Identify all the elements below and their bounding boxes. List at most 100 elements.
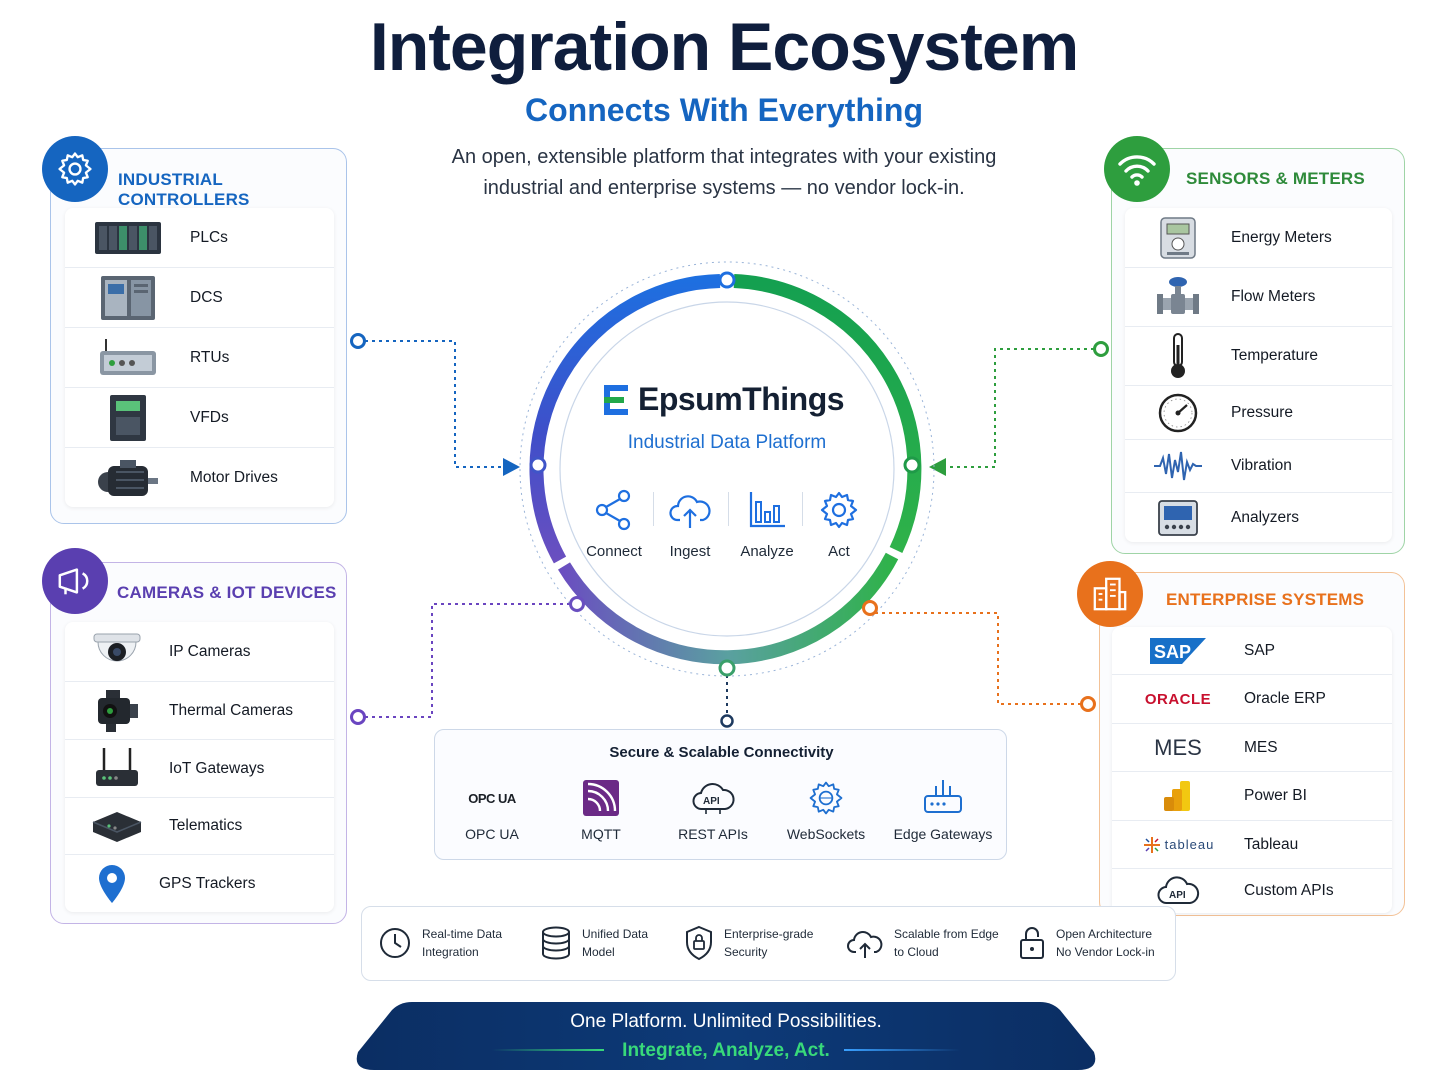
plc-icon [65,218,190,258]
list-item: Temperature [1125,327,1392,386]
gear-globe-icon [766,778,886,818]
list-item-label: Motor Drives [190,468,278,486]
list-item: ORACLE Oracle ERP [1112,675,1392,724]
sensors-meters-list: Energy Meters Flow Meters Temperature Pr… [1125,208,1392,542]
list-item: Thermal Cameras [65,682,334,740]
oracle-logo: ORACLE [1144,690,1212,708]
clock-icon [380,928,410,958]
gear-icon [820,491,858,529]
telematics-icon [65,808,169,844]
cameras-iot-badge [42,548,108,614]
feature-line-2: to Cloud [894,945,939,959]
feature-line-1: Open Architecture [1056,927,1153,941]
page-description: An open, extensible platform that integr… [424,142,1024,204]
bar-chart-icon [749,492,785,528]
list-item-label: GPS Trackers [159,874,256,892]
feature-line-2: No Vendor Lock-in [1056,945,1155,959]
feature-line-1: Scalable from Edge [894,927,999,941]
list-item: VFDs [65,388,334,448]
step-divider [653,492,654,526]
sap-logo: SAP [1112,636,1244,666]
cameras-iot-list: IP Cameras Thermal Cameras IoT Gateways … [65,622,334,912]
cloud-upload-icon [847,931,883,958]
cloud-upload-icon [669,495,711,528]
list-item: DCS [65,268,334,328]
list-item: SAP SAP [1112,627,1392,675]
connectivity-panel: Secure & Scalable Connectivity OPC UA OP… [434,729,1007,860]
list-item: IoT Gateways [65,740,334,798]
list-item: Power BI [1112,772,1392,821]
gauge-icon [1125,392,1231,434]
list-item-label: Analyzers [1231,508,1300,526]
protocol-label: REST APIs [678,826,748,842]
protocol-opc-ua: OPC UA OPC UA [432,778,552,843]
panel-title: CAMERAS & IOT DEVICES [117,583,337,602]
step-ingest: Ingest [650,488,730,560]
step-divider [728,492,729,526]
banner-tagline: Integrate, Analyze, Act. [622,1040,830,1061]
list-item-label: DCS [190,288,223,306]
list-item: MES MES [1112,724,1392,772]
gear-icon [58,152,92,186]
cameras-iot-panel: CAMERAS & IOT DEVICES IP Cameras Thermal… [50,562,347,924]
share-nodes-icon [595,489,631,531]
industrial-controllers-panel: INDUSTRIAL CONTROLLERS PLCs DCS RTUs VFD… [50,148,347,524]
edge-gateway-icon [883,778,1003,818]
list-item: API Custom APIs [1112,869,1392,913]
power-bi-icon [1112,779,1244,813]
platform-logo: EpsumThings [0,381,1448,418]
api-cloud-icon: API [653,778,773,818]
list-item-label: Thermal Cameras [169,701,294,719]
panel-title: INDUSTRIAL CONTROLLERS [118,170,250,209]
opc-ua-logo: OPC UA [468,790,516,806]
motor-icon [65,456,190,500]
padlock-icon [1020,927,1044,959]
list-item-label: IoT Gateways [169,759,265,777]
description-line-2: industrial and enterprise systems — no v… [483,177,965,199]
step-analyze: Analyze [727,488,807,560]
sensors-meters-panel: SENSORS & METERS Energy Meters Flow Mete… [1111,148,1405,554]
panel-title: ENTERPRISE SYSTEMS [1166,590,1365,609]
feature-scalable: Scalable from Edge to Cloud [846,925,999,961]
dcs-icon [65,274,190,322]
protocol-label: Edge Gateways [893,826,993,842]
page-title: Integration Ecosystem [369,9,1079,85]
svg-text:API: API [1169,890,1186,901]
enterprise-systems-panel: ENTERPRISE SYSTEMS SAP SAP ORACLE Oracle… [1099,572,1405,916]
list-item: Pressure [1125,386,1392,440]
step-connect: Connect [574,488,654,560]
database-icon [542,926,570,960]
mqtt-icon [541,778,661,818]
tableau-logo: tableau [1112,835,1244,855]
list-item-label: RTUs [190,348,230,366]
platform-logo-mark [603,384,630,415]
protocol-mqtt: MQTT [541,778,661,842]
protocol-label: WebSockets [786,826,866,842]
vfd-icon [65,393,190,443]
list-item-label: Temperature [1231,347,1319,364]
list-item-label: Custom APIs [1244,882,1334,899]
page-subtitle: Connects With Everything [525,92,923,128]
feature-line-2: Model [582,945,615,959]
list-item-label: Power BI [1244,787,1307,804]
list-item-label: VFDs [190,408,229,426]
rtu-icon [65,337,190,379]
feature-line-2: Integration [422,945,479,959]
connectivity-title: Secure & Scalable Connectivity [609,744,834,761]
list-item: PLCs [65,208,334,268]
thermal-camera-icon [65,688,169,734]
feature-open-architecture: Open Architecture No Vendor Lock-in [1018,925,1155,961]
step-label: Act [828,543,850,560]
thermometer-icon [1125,331,1231,381]
list-item-label: PLCs [190,228,228,246]
shield-lock-icon [686,925,712,961]
analyzer-icon [1125,498,1231,538]
platform-tagline: Industrial Data Platform [627,432,827,453]
list-item-label: MES [1244,738,1278,756]
building-icon [1093,577,1127,611]
list-item: RTUs [65,328,334,388]
energy-meter-icon [1125,216,1231,260]
list-item: GPS Trackers [65,855,334,912]
